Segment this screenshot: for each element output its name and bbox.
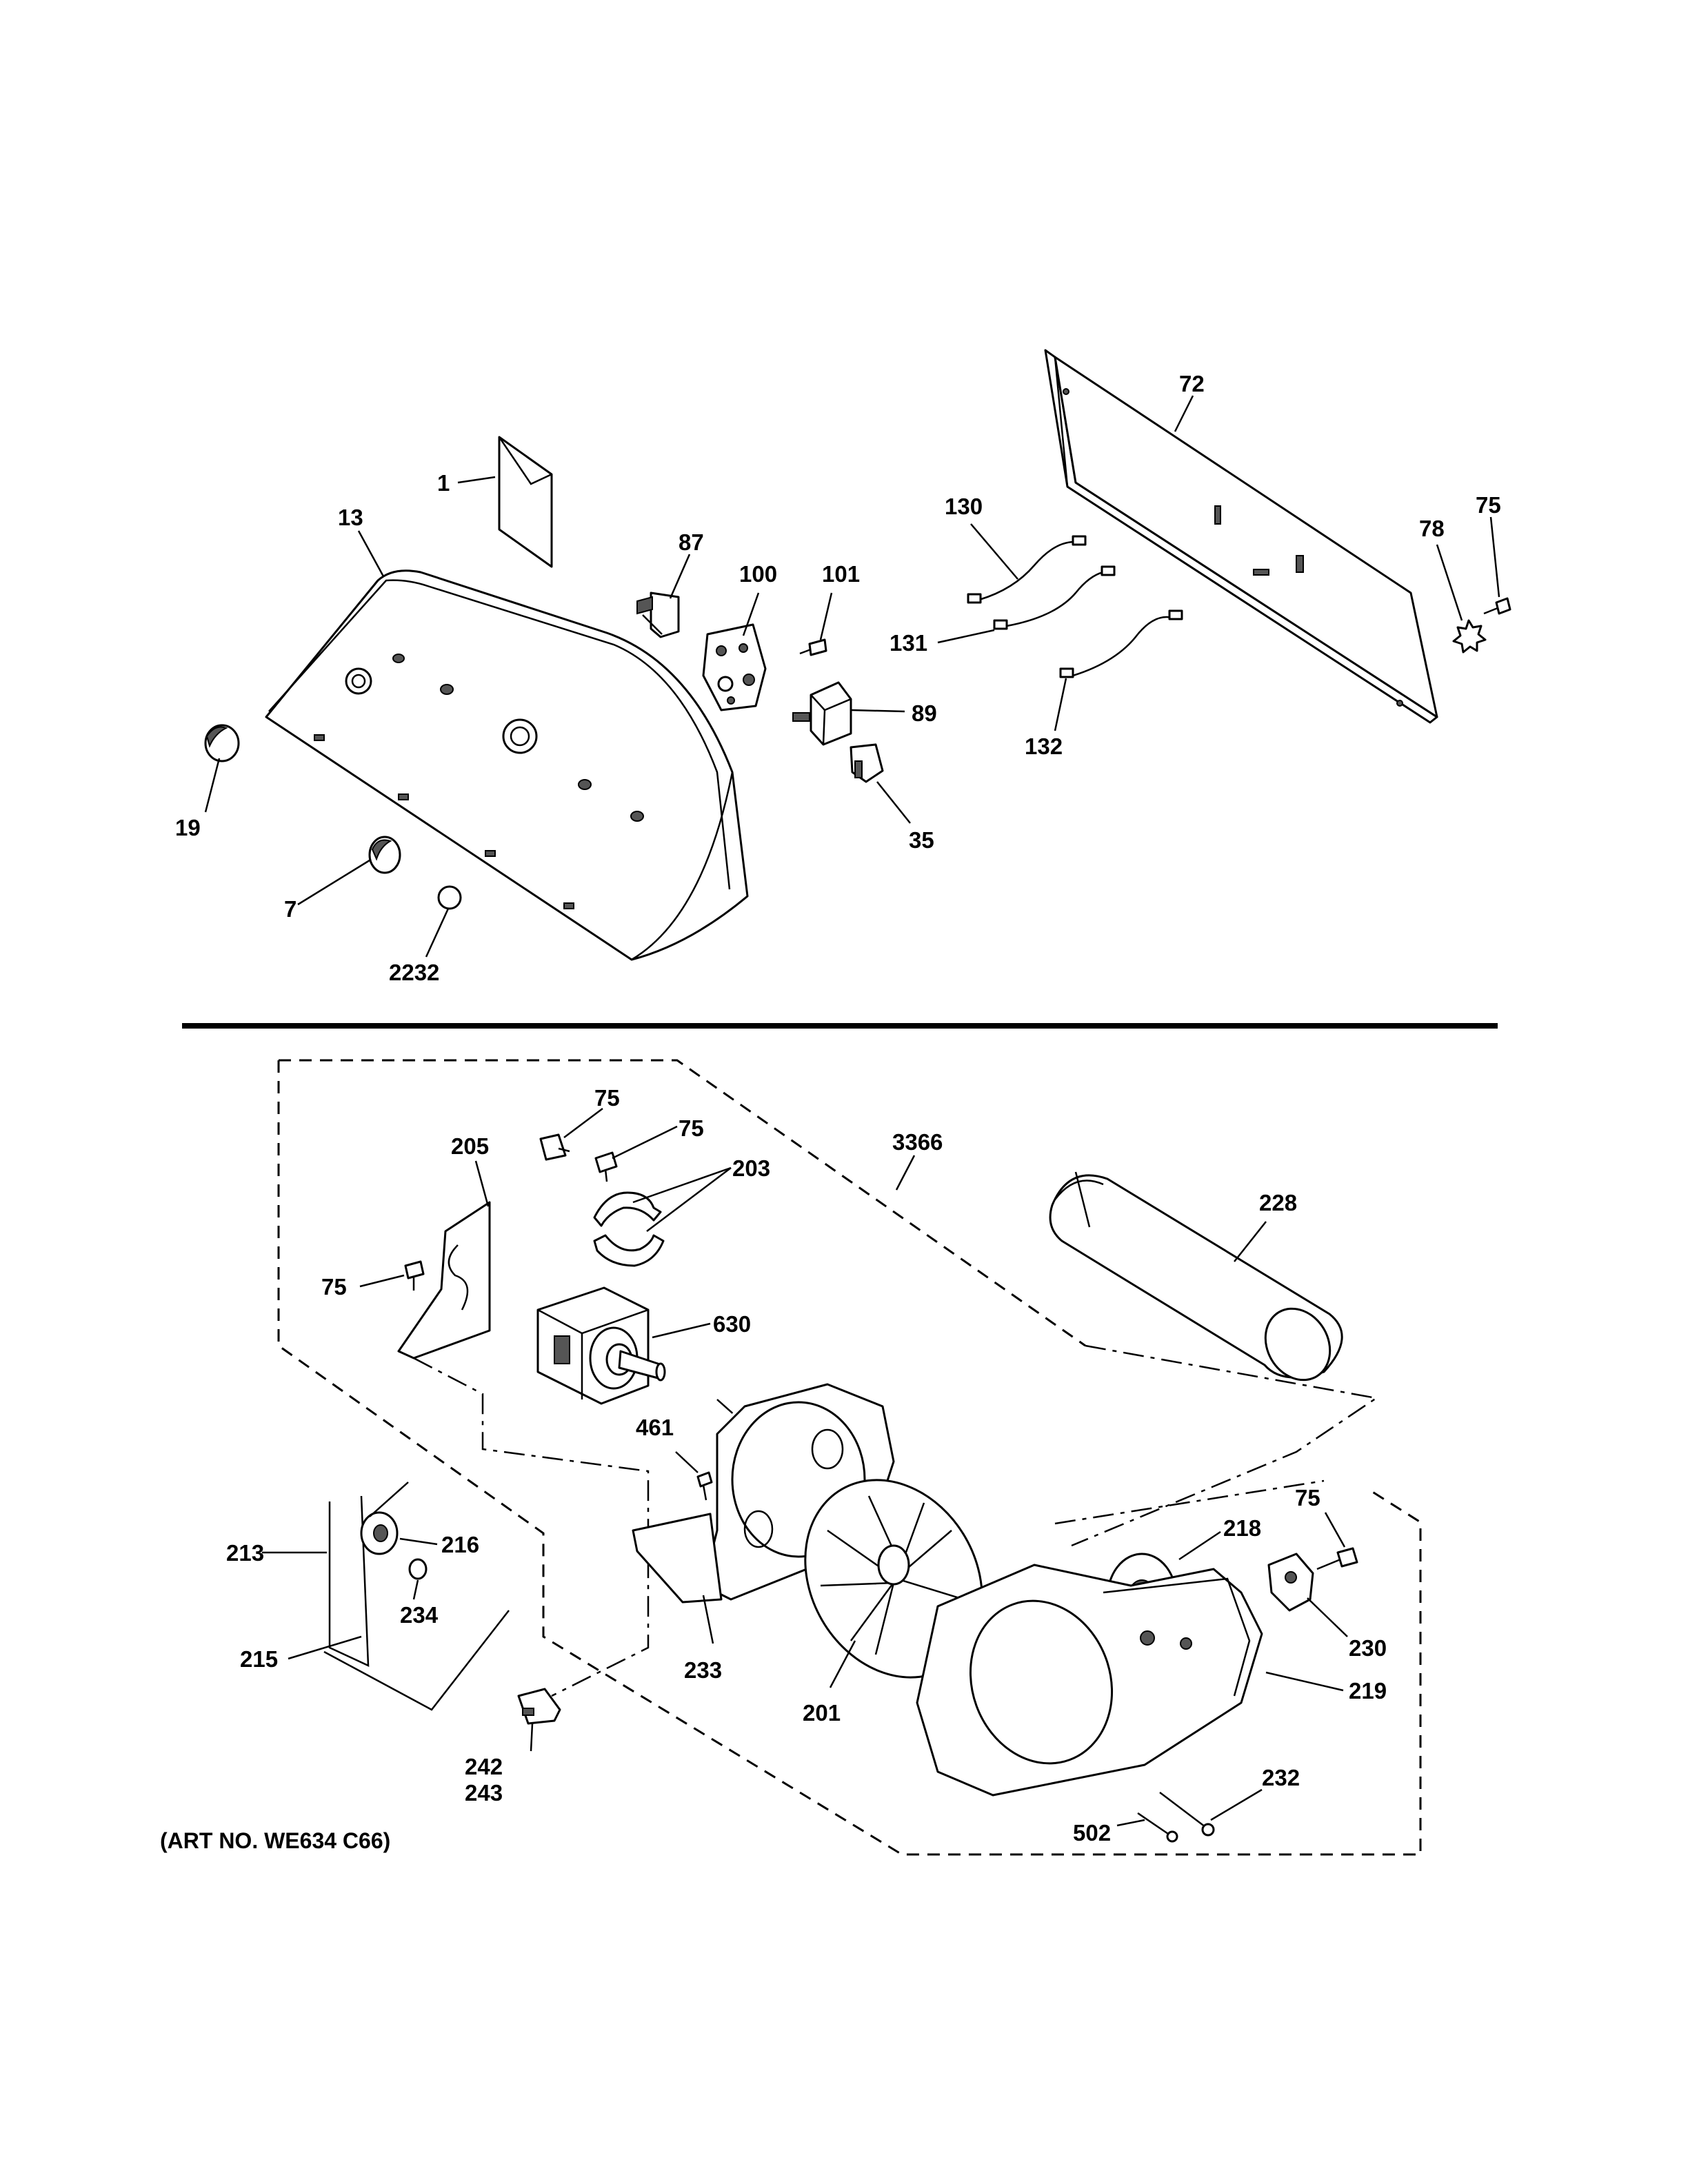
part-78-washer	[1452, 619, 1487, 654]
part-234-washer	[408, 1558, 428, 1580]
label-502: 502	[1073, 1820, 1111, 1846]
label-75-c: 75	[321, 1274, 347, 1300]
assembly-3366-outline	[277, 1059, 1422, 1856]
label-78: 78	[1419, 516, 1445, 541]
label-218: 218	[1223, 1515, 1261, 1541]
part-72-rear-panel	[1044, 349, 1438, 724]
art-number-caption: (ART NO. WE634 C66)	[160, 1828, 391, 1853]
label-75-top: 75	[1476, 492, 1501, 518]
bottom-leader-lines	[262, 1108, 1348, 1827]
part-2232-button	[437, 885, 462, 910]
part-89-switch	[792, 681, 852, 746]
label-19: 19	[175, 815, 201, 840]
label-242: 242	[465, 1754, 503, 1779]
part-216-idler-pulley	[360, 1482, 409, 1555]
label-201: 201	[803, 1700, 841, 1726]
part-205-bracket	[397, 1201, 491, 1359]
label-131: 131	[890, 630, 927, 656]
label-219: 219	[1349, 1678, 1387, 1703]
part-219-blower-housing-front	[916, 1564, 1263, 1797]
label-213: 213	[226, 1540, 264, 1566]
part-13-control-panel	[265, 569, 749, 961]
label-232: 232	[1262, 1765, 1300, 1790]
part-228-duct	[1049, 1171, 1343, 1382]
label-72: 72	[1179, 371, 1205, 396]
part-242-243-switch	[517, 1688, 561, 1725]
part-1-sheet	[498, 436, 553, 568]
part-232-screw	[1159, 1792, 1215, 1837]
part-75-screw-top	[1483, 597, 1511, 615]
part-630-motor	[536, 1286, 666, 1405]
label-75-b: 75	[679, 1115, 704, 1141]
label-87: 87	[679, 529, 704, 555]
top-labels: 1 13 19 7 2232 87 100 101 89 35 72 130 1…	[175, 371, 1501, 985]
label-101: 101	[822, 561, 860, 587]
label-461: 461	[636, 1415, 674, 1440]
label-3366: 3366	[892, 1129, 943, 1155]
part-75-screw-d	[1316, 1547, 1358, 1570]
label-228: 228	[1259, 1190, 1297, 1215]
part-75-screw-c	[404, 1260, 425, 1291]
label-230: 230	[1349, 1635, 1387, 1661]
label-75-d: 75	[1295, 1485, 1320, 1510]
label-1: 1	[437, 470, 450, 496]
part-19-knob	[204, 724, 240, 762]
top-leader-lines	[204, 395, 1500, 958]
part-213-idler-arm	[328, 1495, 370, 1667]
part-87-switch	[636, 592, 680, 638]
label-243: 243	[465, 1780, 503, 1806]
label-13: 13	[338, 505, 363, 530]
part-132-wire-harness	[1059, 609, 1183, 678]
part-101-screw	[799, 638, 827, 656]
bottom-labels: 75 75 203 205 3366 228 75 630 461 213 21…	[226, 1085, 1387, 1846]
label-203: 203	[732, 1155, 770, 1181]
label-216: 216	[441, 1532, 479, 1557]
label-234: 234	[400, 1602, 439, 1628]
label-205: 205	[451, 1133, 489, 1159]
label-75-a: 75	[594, 1085, 620, 1111]
part-35-clip	[850, 743, 884, 783]
part-130-wire-harness	[967, 535, 1087, 604]
part-131-wire-harness	[993, 565, 1116, 630]
part-75-screw-b	[594, 1151, 618, 1182]
label-100: 100	[739, 561, 777, 587]
part-7-knob	[368, 836, 401, 874]
label-2232: 2232	[389, 960, 439, 985]
part-203-clamp-upper	[593, 1191, 662, 1227]
part-215-spring-rod	[323, 1610, 510, 1711]
part-75-screw-a	[539, 1133, 570, 1161]
part-461-screw	[696, 1471, 713, 1501]
label-35: 35	[909, 827, 934, 853]
part-100-timer	[702, 623, 767, 711]
part-203-clamp-lower	[593, 1234, 665, 1267]
label-132: 132	[1025, 734, 1063, 759]
label-215: 215	[240, 1646, 278, 1672]
part-502-screw	[1137, 1812, 1178, 1843]
part-230-thermostat	[1267, 1553, 1314, 1612]
label-233: 233	[684, 1657, 722, 1683]
label-130: 130	[945, 494, 983, 519]
label-630: 630	[713, 1311, 751, 1337]
label-7: 7	[284, 896, 297, 922]
label-89: 89	[912, 700, 937, 726]
